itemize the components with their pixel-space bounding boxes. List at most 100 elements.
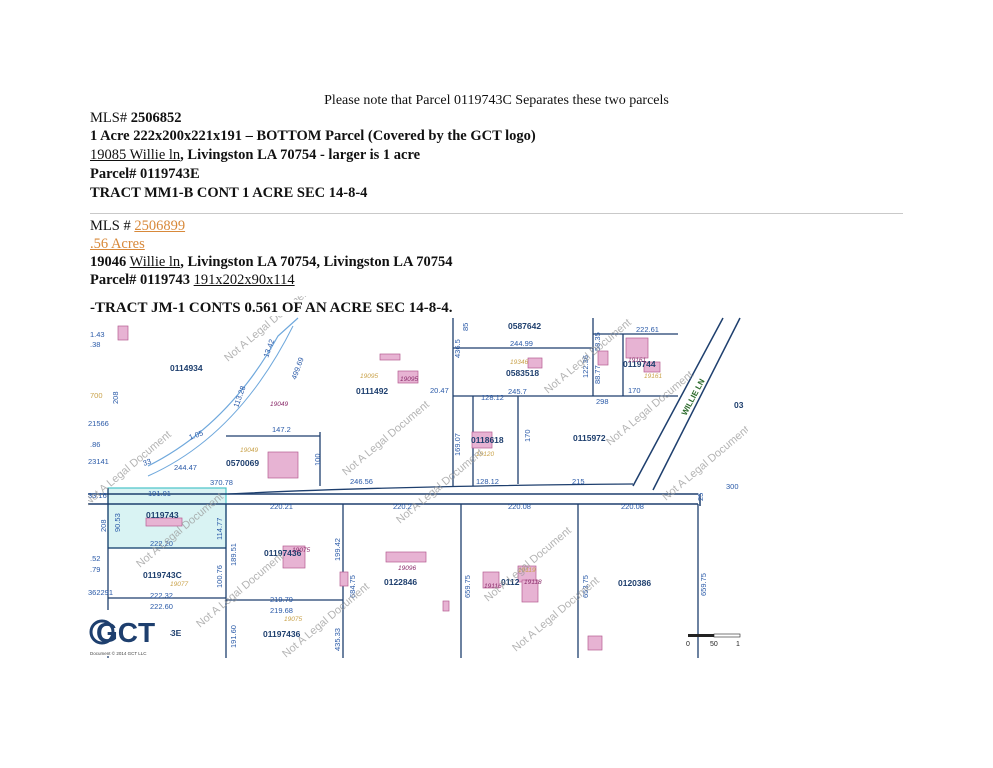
dim-label: 20.47	[430, 386, 449, 395]
scale-label: 50	[710, 641, 718, 648]
listing1-mls: MLS# 2506852	[90, 110, 181, 127]
dim-label: 220.21	[270, 502, 293, 511]
listing2-parcel: Parcel# 0119743 191x202x90x114	[90, 272, 295, 289]
listing2-parcel-label: Parcel# 0119743	[90, 272, 191, 288]
section-divider	[90, 213, 903, 214]
dim-label: 199.42	[333, 538, 342, 561]
dim-label: 114.77	[215, 518, 224, 540]
dim-label: .52	[90, 554, 100, 563]
parcel-note: Please note that Parcel 0119743C Separat…	[324, 93, 669, 108]
address-label: 19119	[518, 567, 536, 574]
dim-label: 33.16	[88, 491, 107, 500]
parcel-label: 0120386	[618, 578, 651, 588]
listing1-address: 19085 Willie ln, Livingston LA 70754 - l…	[90, 147, 420, 164]
dim-label: 222.61	[636, 325, 659, 334]
dim-label: 128.12	[481, 393, 504, 402]
dim-label: 23141	[88, 457, 109, 466]
dim-label: 436.5	[453, 339, 462, 358]
address-label: 19116	[484, 583, 502, 590]
dim-label: .86	[90, 440, 100, 449]
dim-label: 219.68	[270, 606, 293, 615]
dim-label: 122.36	[581, 355, 590, 378]
address-label: 19095	[360, 373, 378, 380]
dim-label: 435.33	[333, 628, 342, 651]
dim-label: 100	[313, 453, 322, 466]
listing1-mls-number: 2506852	[130, 110, 182, 126]
dim-label: 189.51	[229, 543, 238, 566]
dim-label: 147.2	[272, 425, 291, 434]
dim-label: 220.08	[621, 502, 644, 511]
address-label: 19049	[270, 401, 288, 408]
dim-label: .38	[90, 340, 100, 349]
parcel-label: 0112	[501, 577, 520, 587]
address-label: 19120	[476, 451, 494, 458]
listing2-address-rest: , Livingston LA 70754, Livingston LA 707…	[180, 254, 453, 270]
listing1-tract: TRACT MM1-B CONT 1 ACRE SEC 14-8-4	[90, 185, 368, 201]
parcel-label: 0587642	[508, 321, 541, 331]
address-label: 19075	[292, 547, 310, 554]
parcel-label: 0115972	[573, 433, 606, 443]
dim-label: 25	[696, 493, 705, 501]
dim-label: 191.01	[148, 489, 171, 498]
parcel-label: 0114934	[170, 363, 203, 373]
parcel-label: 0583518	[506, 368, 539, 378]
dim-label: 298	[596, 397, 609, 406]
dim-label: 85	[461, 323, 470, 331]
dim-label: 362291	[88, 588, 113, 597]
address-label: 19095	[400, 376, 418, 383]
dim-label: 246.56	[350, 477, 373, 486]
listing2-parcel-dims[interactable]: 191x202x90x114	[193, 272, 295, 288]
address-label: 19118	[524, 579, 542, 586]
parcel-label: 0570069	[226, 458, 259, 468]
parcel-label: 0118618	[471, 435, 504, 445]
listing2-tract-text: -TRACT JM-1 CONTS 0.561 OF AN ACRE SEC 1…	[90, 300, 455, 316]
parcel-label: 0119743	[146, 510, 179, 520]
listing2-address-num: 19046	[90, 254, 127, 270]
dim-label: 170	[628, 386, 641, 395]
dim-label: .79	[90, 565, 100, 574]
dim-label: 219.79	[270, 595, 293, 604]
parcel-label: 01197436	[264, 548, 302, 558]
address-label: 19049	[240, 447, 258, 454]
listing2-address-link[interactable]: Willie ln	[129, 254, 181, 270]
address-label: 19096	[398, 565, 416, 572]
dim-label: 300	[726, 482, 739, 491]
listing1-address-rest: , Livingston LA 70754 - larger is 1 acre	[180, 147, 421, 163]
listing2-mls-label: MLS #	[90, 218, 131, 234]
listing2-address: 19046 Willie ln, Livingston LA 70754, Li…	[90, 254, 453, 271]
dim-label: 222.60	[150, 602, 173, 611]
dim-label: 653.75	[581, 575, 590, 598]
dim-label: 169.07	[453, 433, 462, 456]
listing1-mls-label: MLS#	[90, 110, 128, 126]
address-label: 19346	[510, 359, 528, 366]
gct-logo-caption: Document © 2014 GCT LLC	[90, 650, 147, 656]
gct-logo-text: GCT	[96, 617, 155, 648]
dim-label: 191.60	[229, 625, 238, 648]
listing1-address-link[interactable]: 19085 Willie ln	[90, 147, 181, 163]
dim-label: 21566	[88, 419, 109, 428]
scale-bar: 0 50 1	[686, 633, 741, 648]
dim-label: 220.2	[393, 502, 412, 511]
address-label: 19161	[644, 373, 662, 380]
dim-label: 370.78	[210, 478, 233, 487]
parcel-label: 0119744	[623, 359, 656, 369]
listing2-mls-link[interactable]: 2506899	[134, 218, 186, 234]
address-label: 19075	[284, 616, 302, 623]
listing2-acres-link[interactable]: .56 Acres	[90, 236, 145, 252]
parcel-label: 03	[734, 400, 744, 410]
dim-label: 222.20	[150, 539, 173, 548]
scale-label: 0	[686, 641, 690, 648]
address-label: 19077	[170, 581, 188, 588]
listing2-mls: MLS # 2506899	[90, 218, 185, 235]
dim-label: 100.76	[215, 565, 224, 588]
dim-label: 659.75	[699, 573, 708, 596]
dim-label: 128.12	[476, 477, 499, 486]
dim-label: 659.75	[463, 575, 472, 598]
dim-label: 244.99	[510, 339, 533, 348]
listing2-tract: -TRACT JM-1 CONTS 0.561 OF AN ACRE SEC 1…	[90, 300, 455, 317]
dim-label: 208	[99, 519, 108, 532]
scale-label: 1	[736, 641, 740, 648]
dim-label: 215	[572, 477, 585, 486]
dim-label: 244.47	[174, 463, 197, 472]
parcel-label: 0122846	[384, 577, 417, 587]
